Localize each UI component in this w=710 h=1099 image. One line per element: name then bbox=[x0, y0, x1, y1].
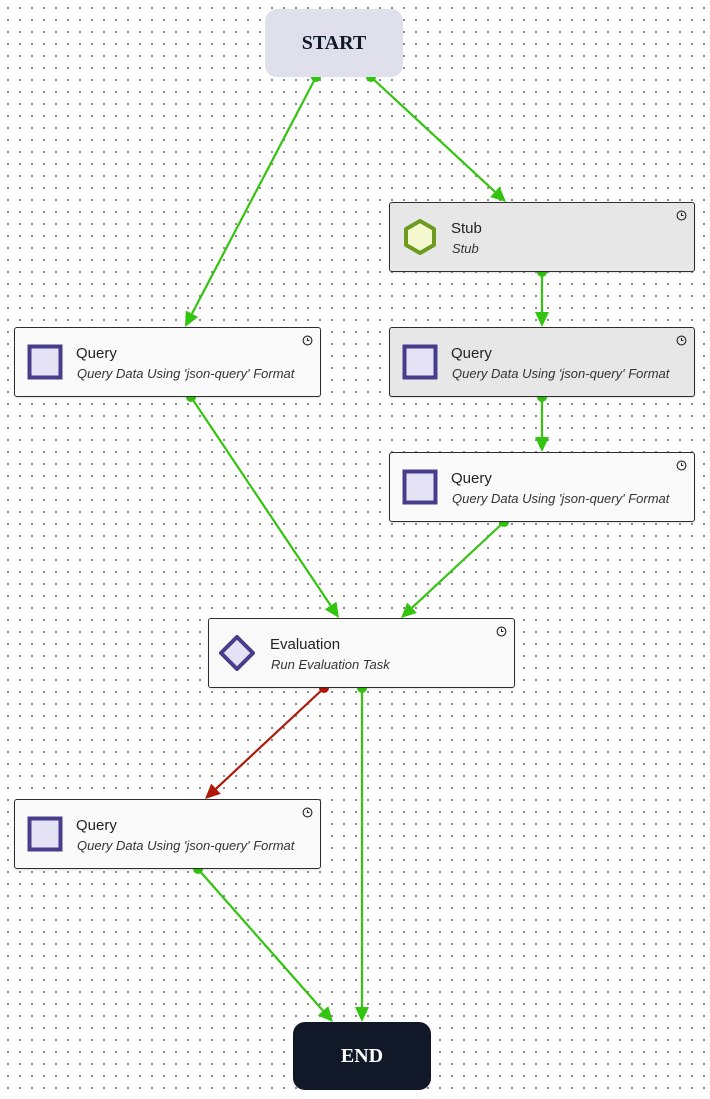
diamond-icon bbox=[219, 635, 255, 671]
node-subtitle: Query Data Using 'json-query' Format bbox=[452, 491, 670, 506]
clock-icon[interactable] bbox=[302, 807, 313, 818]
edge-evaluation-to-query_bottom[interactable] bbox=[215, 687, 325, 790]
edge-query_left-to-evaluation[interactable] bbox=[190, 396, 332, 607]
arrowhead bbox=[535, 312, 549, 327]
query-node-bottom[interactable]: Query Query Data Using 'json-query' Form… bbox=[14, 799, 321, 869]
query-node-right-1[interactable]: Query Query Data Using 'json-query' Form… bbox=[389, 327, 695, 397]
edge-query_right_2-to-evaluation[interactable] bbox=[411, 521, 505, 609]
square-icon bbox=[27, 816, 63, 852]
arrowhead bbox=[185, 310, 199, 327]
node-title: Query bbox=[76, 817, 117, 834]
node-title: Query bbox=[451, 470, 492, 487]
arrowhead bbox=[401, 602, 417, 618]
hexagon-icon bbox=[404, 219, 436, 255]
edge-query_bottom-to-end[interactable] bbox=[197, 868, 324, 1012]
node-subtitle: Query Data Using 'json-query' Format bbox=[452, 366, 670, 381]
arrowhead bbox=[317, 1006, 333, 1022]
node-subtitle: Query Data Using 'json-query' Format bbox=[77, 366, 295, 381]
square-icon bbox=[402, 344, 438, 380]
start-node[interactable]: START bbox=[265, 9, 403, 77]
evaluation-node[interactable]: Evaluation Run Evaluation Task bbox=[208, 618, 515, 688]
arrowhead bbox=[205, 783, 221, 799]
square-icon bbox=[27, 344, 63, 380]
arrowhead bbox=[535, 437, 549, 452]
node-title: Query bbox=[76, 345, 117, 362]
query-node-left[interactable]: Query Query Data Using 'json-query' Form… bbox=[14, 327, 321, 397]
node-title: Stub bbox=[451, 220, 482, 237]
arrowhead bbox=[324, 601, 339, 618]
clock-icon[interactable] bbox=[676, 210, 687, 221]
node-subtitle: Stub bbox=[452, 241, 479, 256]
node-title: Evaluation bbox=[270, 636, 341, 653]
end-node[interactable]: END bbox=[293, 1022, 431, 1090]
stub-node[interactable]: Stub Stub bbox=[389, 202, 695, 272]
edge-start-to-query_left[interactable] bbox=[190, 76, 317, 315]
arrowhead bbox=[355, 1007, 369, 1022]
query-node-right-2[interactable]: Query Query Data Using 'json-query' Form… bbox=[389, 452, 695, 522]
clock-icon[interactable] bbox=[496, 626, 507, 637]
node-title: Query bbox=[451, 345, 492, 362]
node-subtitle: Run Evaluation Task bbox=[271, 657, 390, 672]
edge-start-to-stub[interactable] bbox=[370, 76, 496, 193]
clock-icon[interactable] bbox=[676, 335, 687, 346]
square-icon bbox=[402, 469, 438, 505]
arrowhead bbox=[490, 186, 506, 202]
clock-icon[interactable] bbox=[676, 460, 687, 471]
node-subtitle: Query Data Using 'json-query' Format bbox=[77, 838, 295, 853]
clock-icon[interactable] bbox=[302, 335, 313, 346]
